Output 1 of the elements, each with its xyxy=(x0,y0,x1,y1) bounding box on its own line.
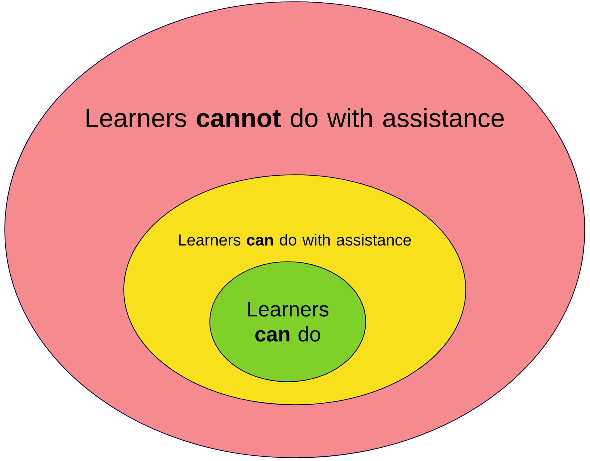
ellipse-region: Learners can do xyxy=(210,262,366,382)
